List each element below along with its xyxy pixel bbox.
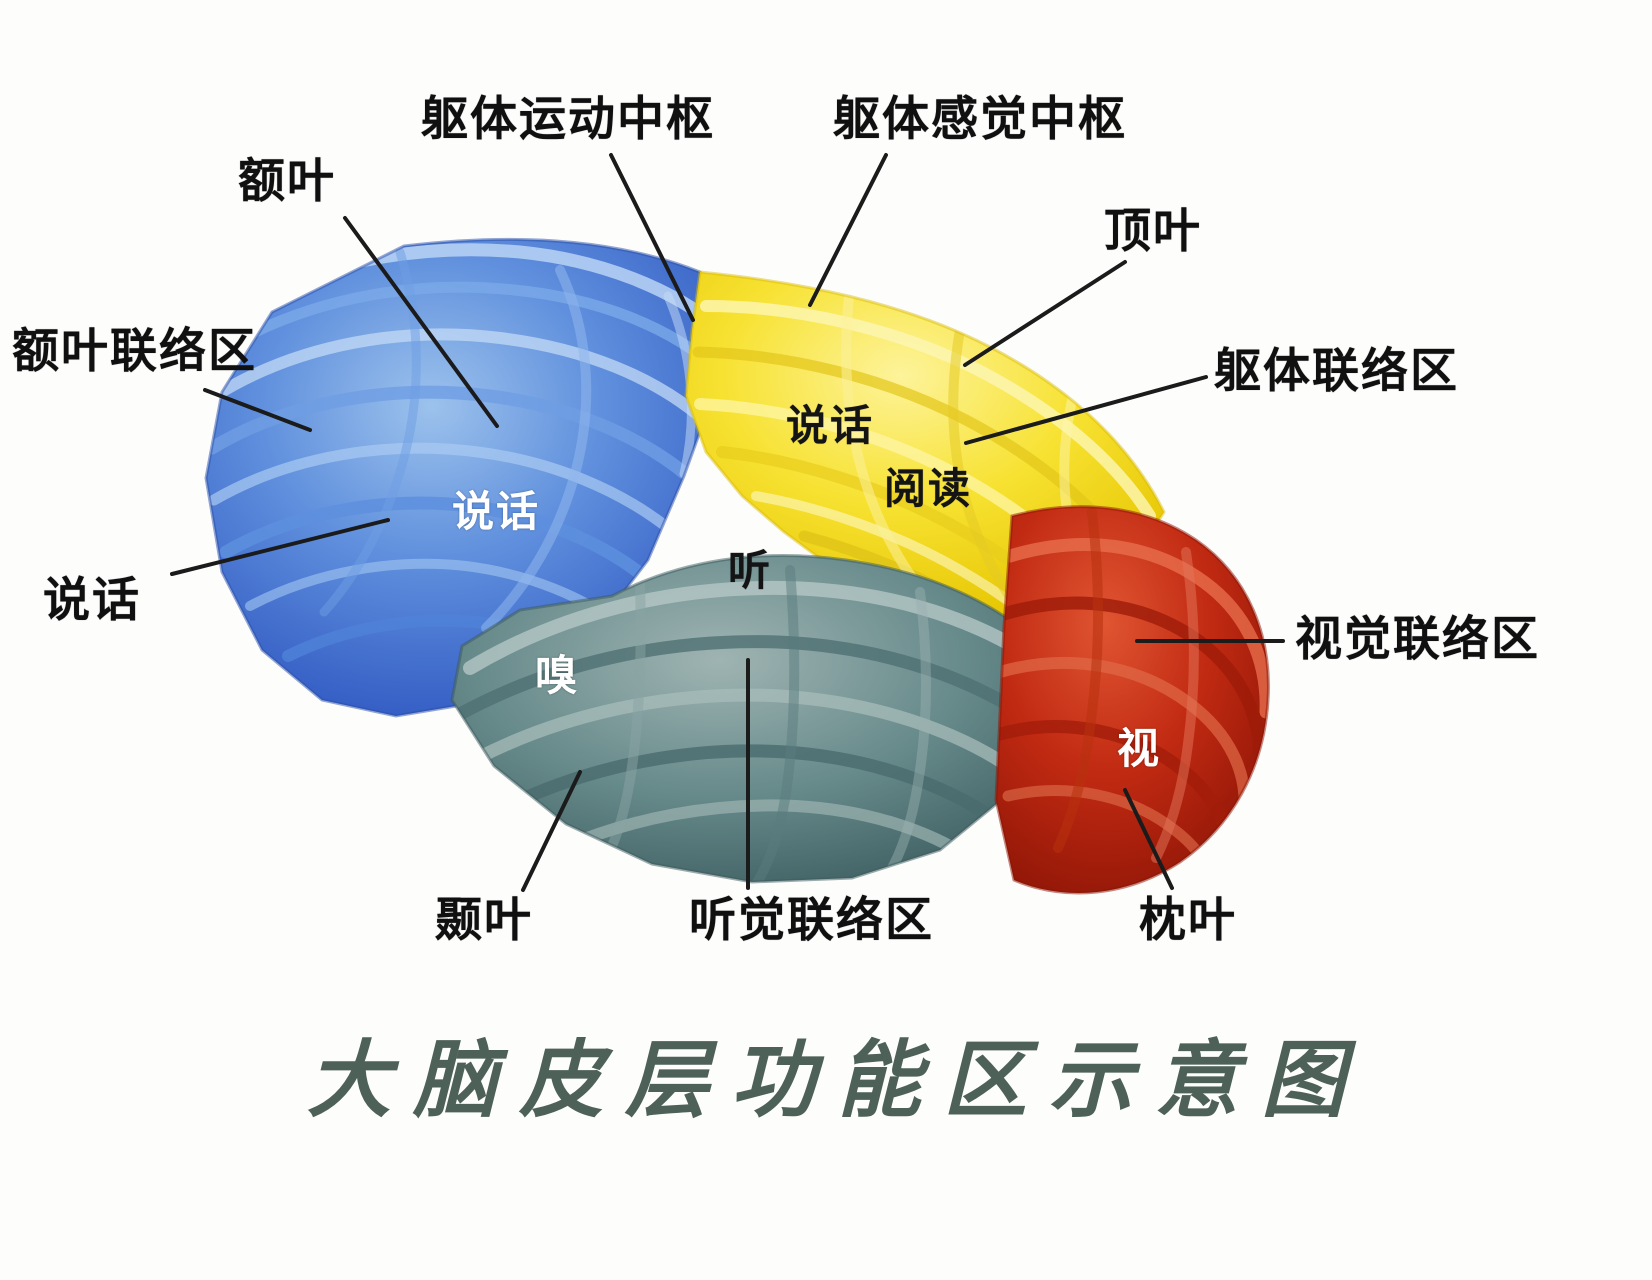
region-label-smell: 嗅	[535, 651, 580, 700]
leader-lines	[170, 153, 1285, 892]
region-label-speech-parietal: 说话	[786, 401, 875, 450]
label-motor-center: 躯体运动中枢	[421, 92, 715, 147]
leader-motor-center	[609, 153, 695, 322]
leader-sensory-center	[808, 153, 888, 307]
diagram-title: 大脑皮层功能区示意图	[306, 1030, 1367, 1129]
label-auditory-association: 听觉联络区	[689, 893, 934, 948]
leader-somatic-association	[964, 375, 1208, 445]
leader-occipital-lobe	[1123, 788, 1174, 890]
label-parietal-lobe: 顶叶	[1104, 204, 1202, 259]
label-somatic-association: 躯体联络区	[1214, 344, 1459, 399]
label-speech-left: 说话	[43, 573, 141, 628]
lobe-frontal	[204, 237, 744, 718]
label-temporal-lobe: 颞叶	[435, 893, 533, 948]
region-label-reading: 阅读	[884, 464, 973, 513]
lobe-occipital	[994, 505, 1270, 895]
leader-temporal-lobe	[521, 770, 582, 892]
region-label-hearing: 听	[728, 546, 773, 595]
leader-parietal-lobe	[963, 260, 1127, 367]
label-frontal-lobe: 额叶	[238, 154, 336, 209]
leader-speech-left	[170, 518, 390, 576]
label-occipital-lobe: 枕叶	[1139, 893, 1237, 948]
label-visual-association: 视觉联络区	[1295, 612, 1540, 667]
label-sensory-center: 躯体感觉中枢	[833, 92, 1127, 147]
region-label-vision: 视	[1117, 724, 1162, 773]
leader-frontal-association	[203, 388, 312, 432]
leader-frontal-lobe	[343, 216, 499, 428]
label-frontal-association: 额叶联络区	[12, 324, 257, 379]
region-label-speech-frontal: 说话	[452, 487, 541, 536]
